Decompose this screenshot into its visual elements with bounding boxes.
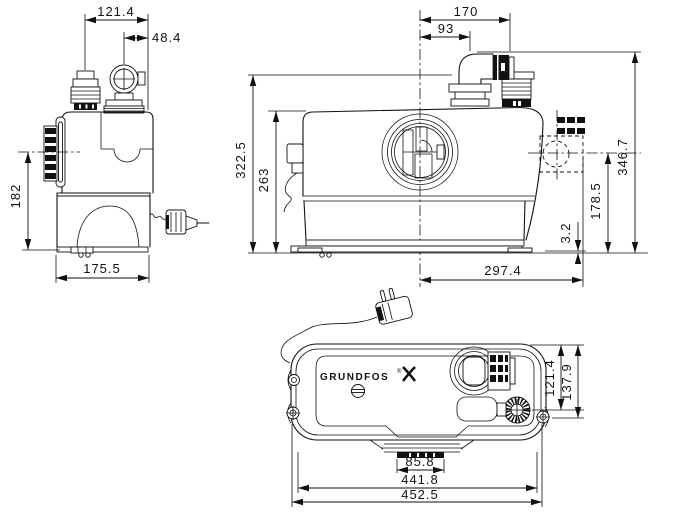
side-view: 121.4 48.4 182 175.5 xyxy=(8,4,210,283)
dim-top-body-length: 441.8 xyxy=(401,472,439,487)
top-access-hatch xyxy=(456,396,498,422)
top-discharge-elbow xyxy=(449,346,516,396)
top-power-cord xyxy=(280,316,378,364)
side-base-plate xyxy=(56,246,149,253)
dim-front-base-clearance: 3.2 xyxy=(558,222,573,243)
front-view: 170 93 322.5 263 346.7 178.5 3.2 297.4 xyxy=(233,4,648,287)
side-power-cord xyxy=(149,213,167,220)
dim-top-ear-from-edge: 137.9 xyxy=(559,363,574,401)
front-base-plate xyxy=(290,245,523,253)
registered-mark: ® xyxy=(397,368,402,375)
front-side-port-dashed xyxy=(539,110,585,180)
dim-front-overall-height: 346.7 xyxy=(615,138,630,176)
dim-front-depth: 297.4 xyxy=(484,263,522,278)
top-body-outline xyxy=(290,343,547,441)
dim-side-vent-offset: 48.4 xyxy=(152,30,181,45)
dim-side-port-span: 121.4 xyxy=(97,4,135,19)
brand-logo: GRUNDFOS xyxy=(320,372,389,383)
front-cable-gland xyxy=(286,143,304,164)
dim-side-inlet-height: 182 xyxy=(8,184,23,209)
front-discharge-elbow xyxy=(448,53,515,107)
dim-top-overall-length: 452.5 xyxy=(401,487,439,502)
brand-x-symbol xyxy=(401,366,417,382)
dim-front-lid-height: 322.5 xyxy=(233,141,248,179)
dim-top-outlet-width: 85.8 xyxy=(405,454,434,469)
side-inlet-connector xyxy=(43,125,58,182)
dim-front-tank-height: 263 xyxy=(256,168,271,193)
top-plug xyxy=(375,287,413,325)
top-vent-port xyxy=(496,396,531,424)
top-mounting-ears xyxy=(286,369,550,428)
side-port-cap-knob xyxy=(76,70,95,80)
dim-side-depth: 175.5 xyxy=(83,261,121,276)
dim-top-vent-from-edge: 121.4 xyxy=(542,359,557,397)
dim-front-discharge-offset: 93 xyxy=(438,21,454,36)
front-inlet-port xyxy=(381,113,459,191)
dim-front-outlet-offset: 170 xyxy=(454,4,479,19)
top-outlet-flange xyxy=(369,439,475,458)
side-tank-outline xyxy=(61,111,154,194)
dim-front-side-port-height: 178.5 xyxy=(588,182,603,220)
front-tank-outline xyxy=(302,106,521,123)
top-view: GRUNDFOS ® xyxy=(280,287,584,507)
